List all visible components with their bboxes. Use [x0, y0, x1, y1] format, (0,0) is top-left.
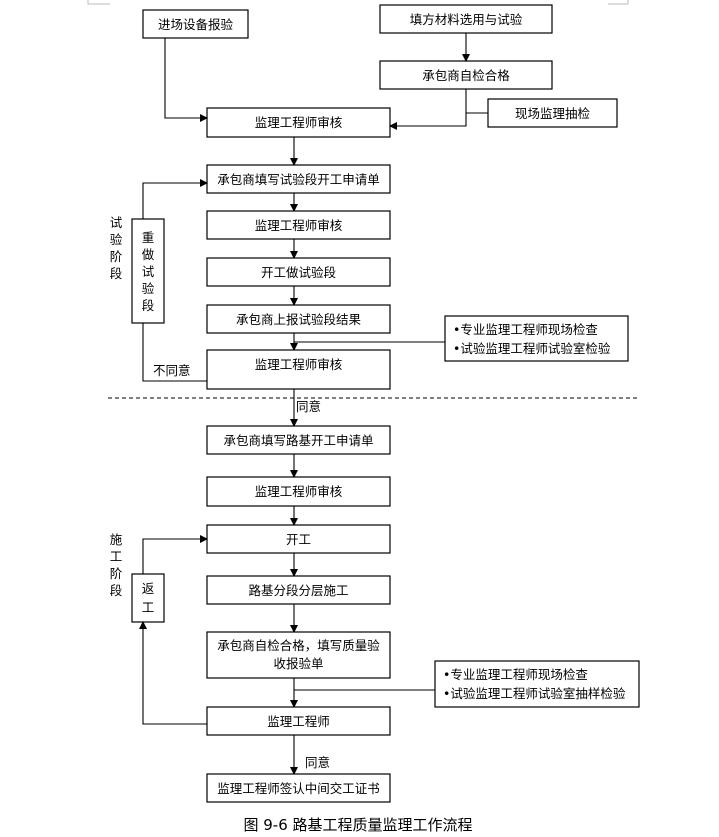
box-engineer-review-1-label: 监理工程师审核	[255, 115, 343, 130]
redo-char-3: 试	[142, 264, 155, 279]
connector-line	[142, 179, 208, 219]
box-report-trial-result: 承包商上报试验段结果	[206, 304, 391, 334]
redo-char-1: 重	[142, 230, 155, 245]
rework-char-1: 返	[142, 581, 155, 596]
box-sign-certificate-label: 监理工程师签认中间交工证书	[217, 781, 380, 796]
construction-phase-char-4: 段	[110, 583, 123, 598]
trial-phase-char-3: 阶	[110, 249, 123, 264]
box-engineer-review-4-label: 监理工程师审核	[255, 484, 343, 499]
box-start-work: 开工	[206, 524, 391, 554]
box-self-check-report: 承包商自检合格，填写质量验 收报验单	[206, 631, 391, 679]
trial-checks-line-1: •专业监理工程师现场检查	[453, 322, 598, 337]
construction-phase-char-3: 阶	[110, 566, 123, 581]
trial-phase-char-1: 试	[110, 215, 123, 230]
box-rework: 返 工	[131, 573, 165, 623]
trial-phase-char-4: 段	[110, 266, 123, 281]
connector-line	[139, 621, 207, 725]
connector-line	[142, 535, 208, 574]
box-sign-certificate: 监理工程师签认中间交工证书	[206, 773, 391, 803]
box-equip-report-label: 进场设备报验	[158, 17, 234, 32]
construction-checks-line-2: •试验监理工程师试验室抽样检验	[443, 686, 626, 701]
connector-line	[164, 38, 208, 122]
box-subgrade-start-request: 承包商填写路基开工申请单	[206, 425, 391, 455]
box-layered-construction: 路基分段分层施工	[206, 575, 391, 605]
box-trial-checks: •专业监理工程师现场检查 •试验监理工程师试验室检验	[444, 315, 629, 362]
label-agree-2: 同意	[305, 755, 330, 770]
box-construction-checks: •专业监理工程师现场检查 •试验监理工程师试验室抽样检验	[434, 660, 640, 708]
label-agree-1: 同意	[296, 399, 321, 414]
box-site-spot-check: 现场监理抽检	[487, 98, 618, 128]
redo-char-2: 做	[142, 247, 155, 262]
box-supervising-engineer-label: 监理工程师	[267, 714, 330, 729]
box-trial-start-request-label: 承包商填写试验段开工申请单	[217, 172, 380, 187]
box-contractor-self-check: 承包商自检合格	[379, 60, 553, 90]
box-engineer-review-3-label: 监理工程师审核	[255, 357, 343, 372]
box-engineer-review-3: 监理工程师审核	[206, 349, 391, 390]
box-equip-report: 进场设备报验	[142, 9, 249, 39]
box-contractor-self-check-label: 承包商自检合格	[422, 68, 510, 83]
box-engineer-review-2-label: 监理工程师审核	[255, 218, 343, 233]
box-subgrade-start-request-label: 承包商填写路基开工申请单	[223, 433, 373, 448]
figure-caption: 图 9-6 路基工程质量监理工作流程	[243, 816, 472, 834]
box-supervising-engineer: 监理工程师	[206, 706, 391, 736]
self-check-line-1: 承包商自检合格，填写质量验	[217, 638, 380, 653]
label-trial-phase: 试 验 阶 段	[110, 215, 123, 281]
connector-line	[389, 89, 467, 130]
box-engineer-review-4: 监理工程师审核	[206, 476, 391, 507]
page-corner-mark	[608, 0, 629, 5]
redo-char-4: 验	[142, 281, 155, 296]
box-layered-construction-label: 路基分段分层施工	[248, 583, 348, 598]
box-start-trial-section-label: 开工做试验段	[261, 265, 336, 280]
box-trial-start-request: 承包商填写试验段开工申请单	[206, 164, 391, 194]
redo-char-5: 段	[142, 298, 155, 313]
self-check-line-2: 收报验单	[273, 656, 323, 671]
construction-checks-line-1: •专业监理工程师现场检查	[443, 667, 588, 682]
box-report-trial-result-label: 承包商上报试验段结果	[236, 312, 362, 327]
box-site-spot-check-label: 现场监理抽检	[515, 106, 591, 121]
label-disagree: 不同意	[153, 363, 191, 378]
construction-phase-char-1: 施	[110, 532, 123, 547]
trial-phase-char-2: 验	[110, 232, 123, 247]
page-corner-mark	[87, 0, 110, 5]
box-start-work-label: 开工	[286, 532, 311, 547]
box-engineer-review-2: 监理工程师审核	[206, 210, 391, 240]
connector-line	[142, 323, 207, 382]
box-fill-material: 填方材料选用与试验	[379, 4, 553, 34]
rework-char-2: 工	[142, 600, 155, 615]
box-redo-trial: 重 做 试 验 段	[131, 218, 165, 324]
trial-checks-line-2: •试验监理工程师试验室检验	[453, 341, 611, 356]
box-start-trial-section: 开工做试验段	[206, 257, 391, 287]
construction-phase-char-2: 工	[110, 549, 123, 564]
box-fill-material-label: 填方材料选用与试验	[410, 12, 523, 27]
label-construction-phase: 施 工 阶 段	[110, 532, 123, 598]
box-engineer-review-1: 监理工程师审核	[206, 107, 391, 138]
